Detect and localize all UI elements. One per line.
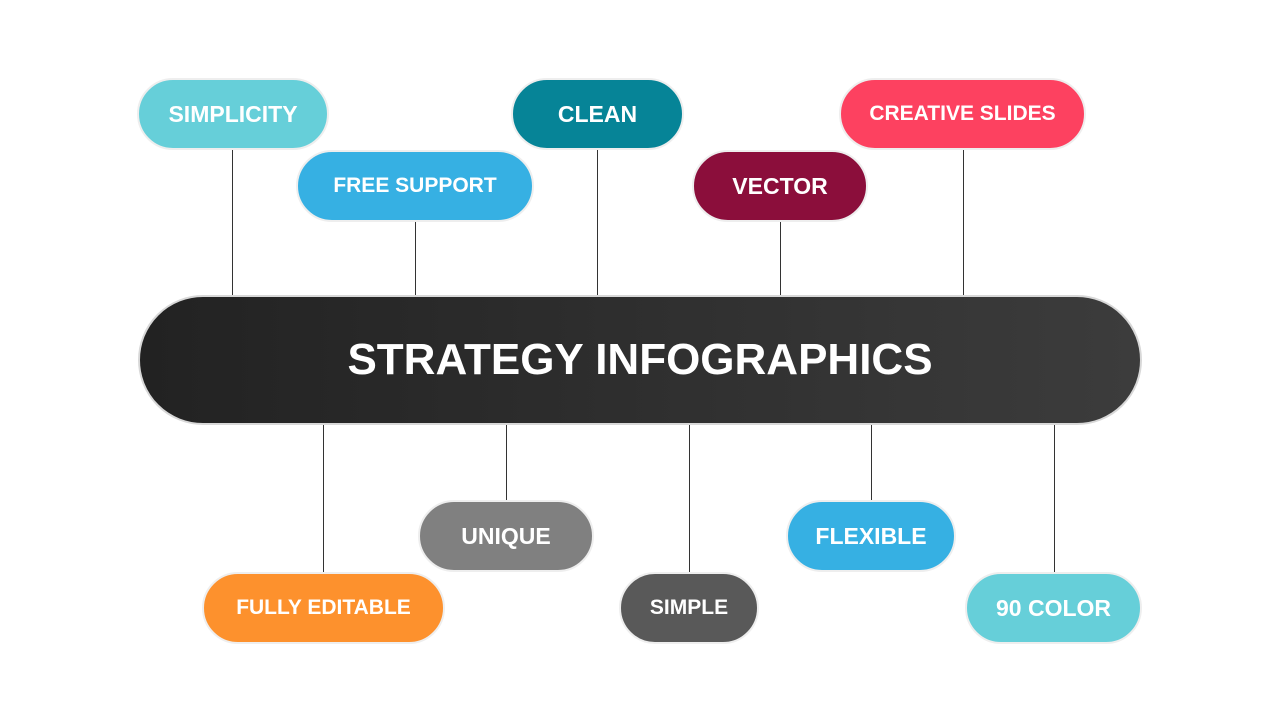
node-label: FULLY EDITABLE xyxy=(236,596,411,619)
node-simple: SIMPLE xyxy=(619,572,759,644)
node-label: FREE SUPPORT xyxy=(333,174,497,197)
connector-line-90-color xyxy=(1054,425,1055,573)
connector-line-simple xyxy=(689,425,690,573)
node-label: CREATIVE SLIDES xyxy=(869,102,1056,125)
connector-line-simplicity xyxy=(232,150,233,295)
connector-line-vector xyxy=(780,222,781,295)
connector-line-free-support xyxy=(415,222,416,295)
node-label: SIMPLICITY xyxy=(168,100,298,127)
central-hub: STRATEGY INFOGRAPHICS xyxy=(138,295,1142,425)
connector-line-fully-editable xyxy=(323,425,324,573)
node-creative-slides: CREATIVE SLIDES xyxy=(839,78,1086,150)
node-vector: VECTOR xyxy=(692,150,868,222)
connector-line-clean xyxy=(597,150,598,295)
connector-line-unique xyxy=(506,425,507,500)
connector-line-creative-slides xyxy=(963,150,964,295)
node-simplicity: SIMPLICITY xyxy=(137,78,329,150)
node-unique: UNIQUE xyxy=(418,500,594,572)
node-label: FLEXIBLE xyxy=(815,522,927,549)
node-label: SIMPLE xyxy=(649,596,729,619)
connector-line-flexible xyxy=(871,425,872,500)
node-90-color: 90 COLOR xyxy=(965,572,1142,644)
node-label: 90 COLOR xyxy=(995,594,1112,621)
node-fully-editable: FULLY EDITABLE xyxy=(202,572,445,644)
node-free-support: FREE SUPPORT xyxy=(296,150,534,222)
node-label: VECTOR xyxy=(732,172,828,199)
node-flexible: FLEXIBLE xyxy=(786,500,956,572)
node-clean: CLEAN xyxy=(511,78,684,150)
node-label: CLEAN xyxy=(557,100,638,127)
hub-title: STRATEGY INFOGRAPHICS xyxy=(347,335,933,384)
node-label: UNIQUE xyxy=(461,522,551,549)
